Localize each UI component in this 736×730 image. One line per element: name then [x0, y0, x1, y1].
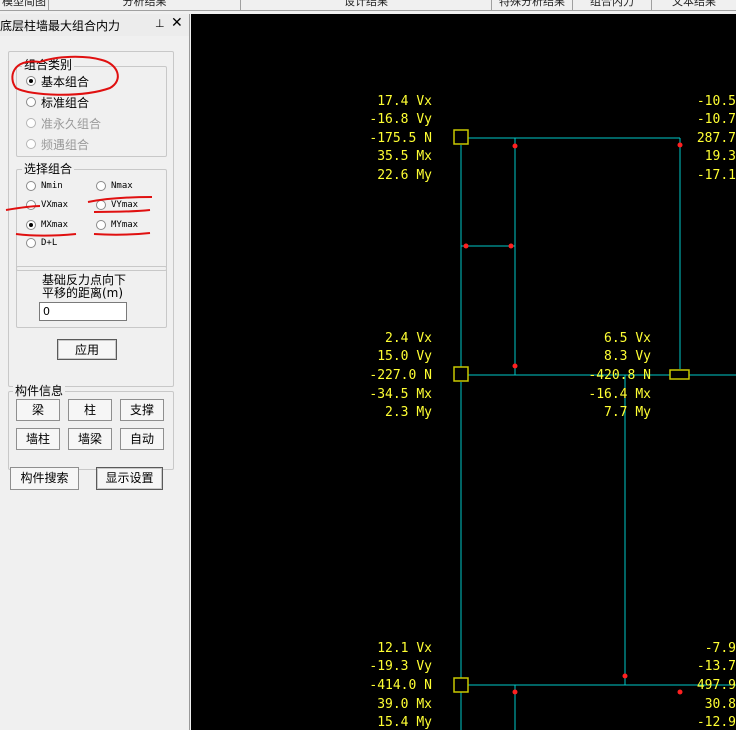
force-block-mid-left: 2.4 Vx 15.0 Vy -227.0 N -34.5 Mx 2.3 My [369, 331, 432, 420]
node-point [463, 243, 469, 249]
force-value: -7.9 [705, 641, 736, 656]
force-value: -13.7 [697, 659, 736, 674]
structure-drawing: 17.4 Vx -16.8 Vy -175.5 N 35.5 Mx 22.6 M… [369, 94, 736, 730]
member-info-group [8, 391, 174, 470]
force-value: 2.3 My [385, 405, 432, 420]
display-settings-button[interactable]: 显示设置 [96, 467, 163, 490]
node-point [512, 143, 518, 149]
select-combo-group [16, 169, 167, 271]
force-block-top-right: -10.5 -10.7 287.7 19.3 -17.1 [697, 94, 736, 183]
node-point [677, 689, 683, 695]
options-frame [8, 51, 174, 387]
beam-button[interactable]: 梁 [16, 399, 60, 421]
force-value: -16.8 Vy [369, 112, 432, 127]
top-tab-strip: 模型简图 分析结果 设计结果 特殊分析结果 组合内力 文本结果 [0, 0, 736, 11]
node-point [622, 673, 628, 679]
tab-special-analysis[interactable]: 特殊分析结果 [492, 0, 573, 10]
distance-label-1: 基础反力点向下 [42, 273, 127, 287]
radio-nmax[interactable]: Nmax [96, 178, 133, 194]
radio-mymax[interactable]: MYmax [96, 217, 138, 233]
force-value: 497.9 [697, 678, 736, 693]
wall-beam-button[interactable]: 墙梁 [68, 428, 112, 450]
wall-section [669, 369, 690, 380]
force-value: 15.0 Vy [377, 349, 432, 364]
radio-dot [26, 118, 36, 128]
node-points [463, 142, 683, 695]
force-value: -19.3 Vy [369, 659, 432, 674]
force-value: 35.5 Mx [377, 149, 432, 164]
combo-type-legend: 组合类别 [22, 56, 75, 73]
radio-dot [26, 76, 36, 86]
force-value: 39.0 Mx [377, 697, 432, 712]
force-value: -10.5 [697, 94, 736, 109]
force-value: 12.1 Vx [377, 641, 432, 656]
close-icon[interactable]: ✕ [171, 15, 183, 31]
force-value: -10.7 [697, 112, 736, 127]
force-value: 22.6 My [377, 168, 432, 183]
column-section [453, 366, 469, 382]
panel-titlebar: 底层柱墙最大组合内力 ⊥ ✕ [0, 14, 189, 36]
tab-text-results[interactable]: 文本结果 [652, 0, 736, 10]
column-button[interactable]: 柱 [68, 399, 112, 421]
radio-vymax[interactable]: VYmax [96, 197, 138, 213]
node-point [512, 363, 518, 369]
tab-model[interactable]: 模型简图 [0, 0, 49, 10]
force-value: -34.5 Mx [369, 387, 432, 402]
force-block-top-left: 17.4 Vx -16.8 Vy -175.5 N 35.5 Mx 22.6 M… [369, 94, 432, 183]
force-value: -227.0 N [369, 368, 432, 383]
column-sections [453, 129, 690, 693]
radio-basic-combo[interactable]: 基本组合 [26, 73, 89, 89]
apply-button[interactable]: 应用 [57, 339, 117, 360]
node-point [512, 689, 518, 695]
force-value: 19.3 [705, 149, 736, 164]
panel-title: 底层柱墙最大组合内力 [0, 19, 121, 33]
force-value: -175.5 N [369, 131, 432, 146]
force-value: 6.5 Vx [604, 331, 651, 346]
force-value: -17.1 [697, 168, 736, 183]
radio-d-plus-l[interactable]: D+L [26, 235, 57, 251]
force-value: 7.7 My [604, 405, 651, 420]
radio-vxmax[interactable]: VXmax [26, 197, 68, 213]
node-point [508, 243, 514, 249]
wall-column-button[interactable]: 墙柱 [16, 428, 60, 450]
force-value: 30.8 [705, 697, 736, 712]
select-combo-legend: 选择组合 [22, 160, 75, 177]
radio-frequent-combo: 频遇组合 [26, 136, 89, 152]
radio-quasi-permanent-combo: 准永久组合 [26, 115, 101, 131]
radio-standard-combo[interactable]: 标准组合 [26, 94, 89, 110]
member-search-button[interactable]: 构件搜索 [10, 467, 79, 490]
member-info-legend: 构件信息 [13, 382, 66, 399]
force-value: 17.4 Vx [377, 94, 432, 109]
brace-button[interactable]: 支撑 [120, 399, 164, 421]
radio-mxmax[interactable]: MXmax [26, 217, 68, 233]
radio-dot [26, 97, 36, 107]
force-value: -16.4 Mx [588, 387, 651, 402]
distance-group [16, 266, 167, 328]
structure-canvas[interactable]: 17.4 Vx -16.8 Vy -175.5 N 35.5 Mx 22.6 M… [191, 14, 736, 730]
auto-button[interactable]: 自动 [120, 428, 164, 450]
distance-input[interactable] [39, 302, 127, 321]
force-value: -420.8 N [588, 368, 651, 383]
side-panel: 底层柱墙最大组合内力 ⊥ ✕ 组合类别 基本组合 标准组合 准永久组合 频遇组合… [0, 14, 190, 730]
force-block-bottom-right: -7.9 -13.7 497.9 30.8 -12.9 [697, 641, 736, 730]
force-block-bottom-left: 12.1 Vx -19.3 Vy -414.0 N 39.0 Mx 15.4 M… [369, 641, 432, 730]
column-section [453, 677, 469, 693]
tab-analysis-results[interactable]: 分析结果 [49, 0, 241, 10]
force-value: 2.4 Vx [385, 331, 432, 346]
force-value: -12.9 [697, 715, 736, 730]
node-point [677, 142, 683, 148]
force-value: 8.3 Vy [604, 349, 651, 364]
pin-icon[interactable]: ⊥ [155, 17, 165, 30]
grid-lines [460, 137, 736, 730]
tab-design-results[interactable]: 设计结果 [241, 0, 492, 10]
force-value: 287.7 [697, 131, 736, 146]
radio-nmin[interactable]: Nmin [26, 178, 63, 194]
force-value: 15.4 My [377, 715, 432, 730]
tab-combined-forces[interactable]: 组合内力 [573, 0, 652, 10]
distance-label-2: 平移的距离(m) [42, 286, 124, 300]
force-value: -414.0 N [369, 678, 432, 693]
force-block-mid-center: 6.5 Vx 8.3 Vy -420.8 N -16.4 Mx 7.7 My [588, 331, 651, 420]
radio-dot [26, 139, 36, 149]
column-section [453, 129, 469, 145]
